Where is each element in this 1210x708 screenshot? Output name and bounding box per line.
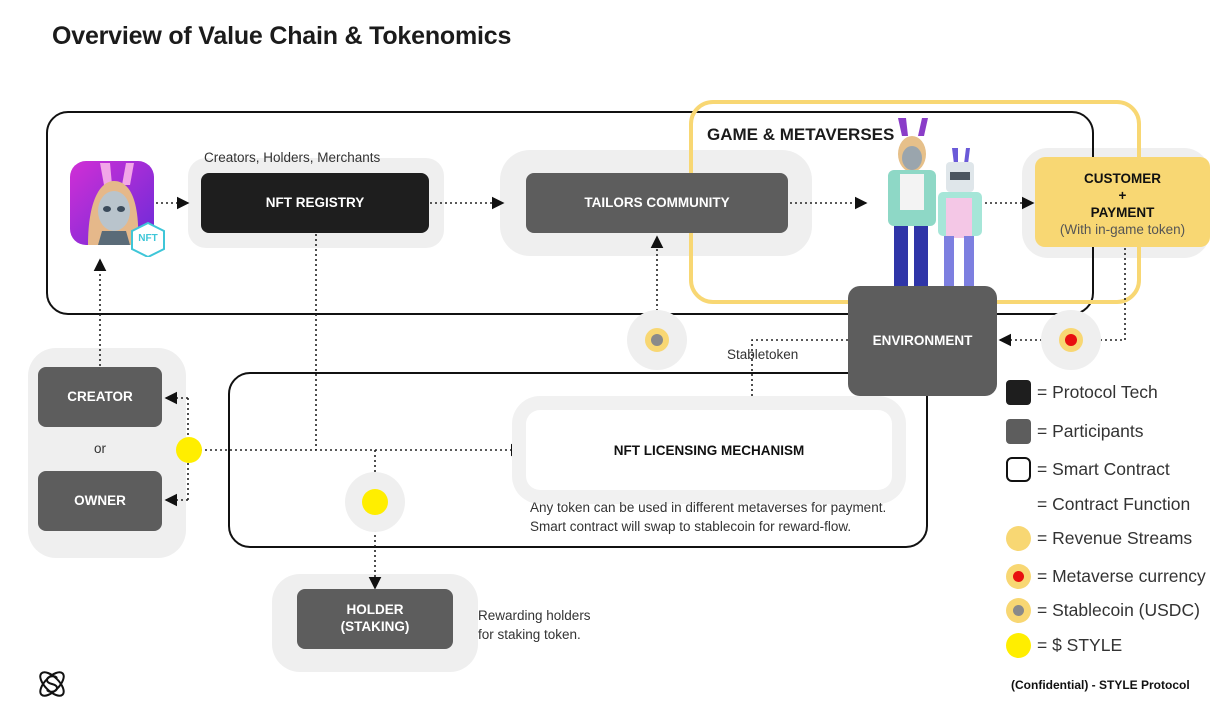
metaverse-currency-center — [1065, 334, 1077, 346]
legend-label: = Smart Contract — [1037, 459, 1170, 479]
legend-label: = Metaverse currency — [1037, 566, 1206, 586]
stabletoken-label: Stabletoken — [727, 347, 799, 362]
tailors-community-node: TAILORS COMMUNITY — [526, 173, 788, 233]
environment-node: ENVIRONMENT — [848, 286, 997, 396]
grey-dot-icon — [1013, 605, 1024, 616]
licensing-description: Any token can be used in different metav… — [530, 498, 886, 536]
nft-avatar-image: NFT — [70, 161, 165, 259]
holder-label: HOLDER — [346, 602, 404, 618]
avatar-characters-image — [872, 114, 992, 314]
metaverse-currency-marker — [1059, 328, 1083, 352]
page-title: Overview of Value Chain & Tokenomics — [52, 22, 512, 50]
legend-label: = Contract Function — [1037, 494, 1191, 514]
legend-label: = Stablecoin (USDC) — [1037, 600, 1200, 620]
legend-protocol-tech: = Protocol Tech — [1006, 380, 1158, 405]
style-protocol-logo-icon — [35, 667, 69, 701]
smart-contract-swap-line: Smart contract will swap to stablecoin f… — [530, 519, 852, 534]
smart-contract-swatch — [1006, 457, 1031, 482]
nft-registry-label: NFT REGISTRY — [265, 194, 365, 210]
protocol-tech-swatch — [1006, 380, 1031, 405]
legend-label: = Protocol Tech — [1037, 382, 1158, 402]
participants-swatch — [1006, 419, 1031, 444]
or-label: or — [94, 441, 107, 456]
creator-node: CREATOR — [38, 367, 162, 427]
contract-function-swatch — [1006, 492, 1031, 517]
style-token-marker-left — [176, 437, 202, 463]
stablecoin-marker — [645, 328, 669, 352]
rewarding-line: Rewarding holders — [478, 608, 591, 623]
in-game-token-label: (With in-game token) — [1059, 222, 1186, 237]
plus-label: + — [1118, 188, 1127, 203]
legend-smart-contract: = Smart Contract — [1006, 457, 1170, 482]
licensing-smart-contract-frame — [228, 372, 928, 548]
staking-token-line: for staking token. — [478, 627, 581, 642]
legend-contract-function: = Contract Function — [1006, 492, 1190, 517]
legend-label: = Revenue Streams — [1037, 528, 1193, 548]
legend-participants: = Participants — [1006, 419, 1144, 444]
staking-label: (STAKING) — [340, 619, 410, 634]
nft-registry-node: NFT REGISTRY — [201, 173, 429, 233]
legend-style-token: = $ STYLE — [1006, 633, 1122, 658]
creators-holders-merchants-label: Creators, Holders, Merchants — [204, 150, 381, 165]
style-token-swatch — [1006, 633, 1031, 658]
owner-node: OWNER — [38, 471, 162, 531]
metaverse-currency-swatch — [1006, 564, 1031, 589]
confidential-footer: (Confidential) - STYLE Protocol — [1011, 678, 1190, 692]
any-token-line: Any token can be used in different metav… — [530, 500, 887, 515]
red-dot-icon — [1013, 571, 1024, 582]
legend-metaverse-currency: = Metaverse currency — [1006, 564, 1206, 589]
creator-label: CREATOR — [67, 388, 133, 404]
legend-stablecoin: = Stablecoin (USDC) — [1006, 598, 1200, 623]
nft-licensing-node: NFT LICENSING MECHANISM — [526, 410, 892, 490]
customer-label: CUSTOMER — [1083, 171, 1161, 186]
environment-label: ENVIRONMENT — [872, 332, 973, 348]
payment-label: PAYMENT — [1090, 205, 1155, 220]
legend-label: = Participants — [1037, 421, 1144, 441]
stablecoin-swatch — [1006, 598, 1031, 623]
stablecoin-center — [651, 334, 663, 346]
owner-label: OWNER — [74, 492, 126, 508]
customer-payment-node: CUSTOMER + PAYMENT (With in-game token) — [1035, 157, 1210, 247]
legend-label: = $ STYLE — [1037, 635, 1123, 655]
legend-revenue-streams: = Revenue Streams — [1006, 526, 1192, 551]
game-metaverses-label: GAME & METAVERSES — [707, 125, 895, 144]
tailors-community-label: TAILORS COMMUNITY — [584, 194, 730, 210]
holder-staking-node: HOLDER (STAKING) — [297, 589, 453, 649]
nft-licensing-label: NFT LICENSING MECHANISM — [613, 442, 805, 458]
revenue-streams-swatch — [1006, 526, 1031, 551]
rewarding-description: Rewarding holders for staking token. — [478, 606, 591, 644]
style-token-marker-bottom — [362, 489, 388, 515]
nft-badge: NFT — [138, 233, 158, 244]
